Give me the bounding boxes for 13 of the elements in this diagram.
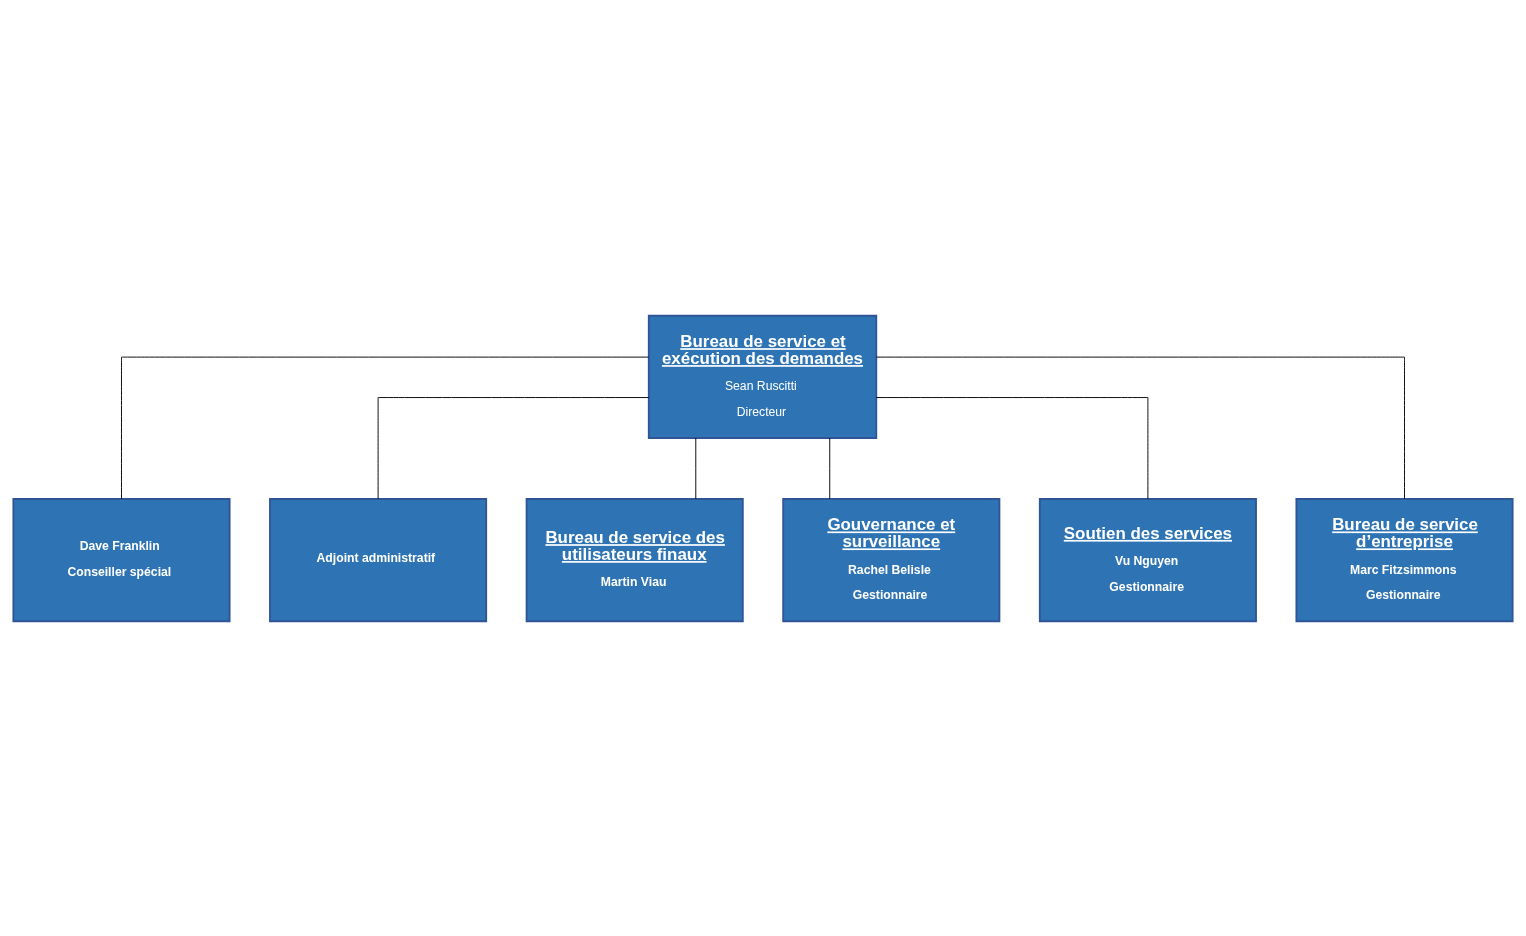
node-box: Gouvernance et surveillance Rachel Belisle Gestionnaire <box>782 497 1001 622</box>
connector <box>829 437 831 499</box>
connector <box>876 356 1405 499</box>
node-box: Dave Franklin Conseiller spécial <box>12 497 231 622</box>
node-box: Bureau de service et exécution des demandes Sean Ruscitti Directeur <box>647 314 878 439</box>
node-box: Soutien des services Vu Nguyen Gestionnaire <box>1038 497 1257 622</box>
connector <box>875 396 1149 499</box>
node-box: Bureau de service des utilisateurs finaux Martin Viau <box>525 497 744 622</box>
connector <box>121 356 650 499</box>
node-box: Bureau de service d’entreprise Marc Fitzsimmons Gestionnaire <box>1295 497 1514 622</box>
connector <box>377 396 650 499</box>
node-box: Adjoint administratif <box>269 497 488 622</box>
connector <box>695 437 697 499</box>
